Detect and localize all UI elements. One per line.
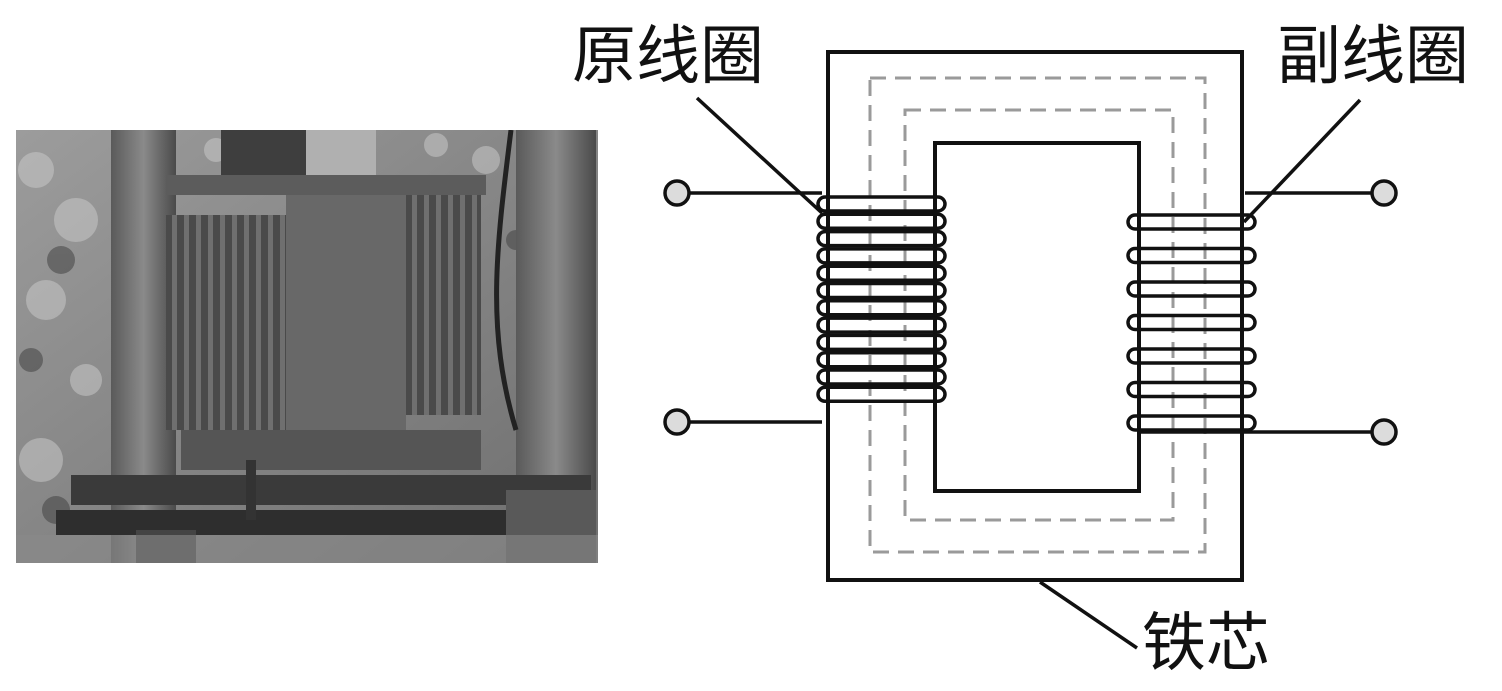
primary-coil-turn xyxy=(816,247,947,265)
iron-core-window xyxy=(933,141,1141,493)
secondary-terminal-top xyxy=(1370,179,1398,207)
primary-coil-turn xyxy=(816,229,947,248)
secondary-coil-turn xyxy=(1126,213,1257,231)
transformer-photo xyxy=(16,130,598,563)
primary-terminal-bottom xyxy=(663,408,691,436)
primary-terminal-top xyxy=(663,179,691,207)
primary-coil-label: 原线圈 xyxy=(572,20,764,94)
primary-coil-leader xyxy=(695,96,824,215)
primary-coil-turn xyxy=(816,264,947,282)
primary-coil-turn xyxy=(816,281,947,300)
secondary-coil-turn xyxy=(1126,280,1257,298)
secondary-coil-label: 副线圈 xyxy=(1277,20,1469,94)
secondary-coil xyxy=(1126,213,1257,432)
secondary-terminal-bottom xyxy=(1370,418,1398,446)
secondary-coil-turn xyxy=(1126,313,1257,332)
iron-core-label: 铁芯 xyxy=(1142,607,1270,681)
iron-core-leader xyxy=(1039,580,1138,650)
primary-coil-turn xyxy=(816,385,947,404)
secondary-coil-turn xyxy=(1126,380,1257,399)
secondary-coil-leader xyxy=(1242,98,1362,224)
primary-coil xyxy=(816,195,947,404)
secondary-coil-turn xyxy=(1126,414,1257,432)
primary-coil-turn xyxy=(816,195,947,213)
secondary-coil-turn xyxy=(1126,246,1257,265)
secondary-coil-turn xyxy=(1126,347,1257,365)
primary-coil-turn xyxy=(816,368,947,386)
primary-coil-turn xyxy=(816,299,947,317)
primary-coil-turn xyxy=(816,212,947,231)
primary-coil-turn xyxy=(816,333,947,352)
primary-coil-turn xyxy=(816,316,947,334)
primary-coil-turn xyxy=(816,350,947,369)
